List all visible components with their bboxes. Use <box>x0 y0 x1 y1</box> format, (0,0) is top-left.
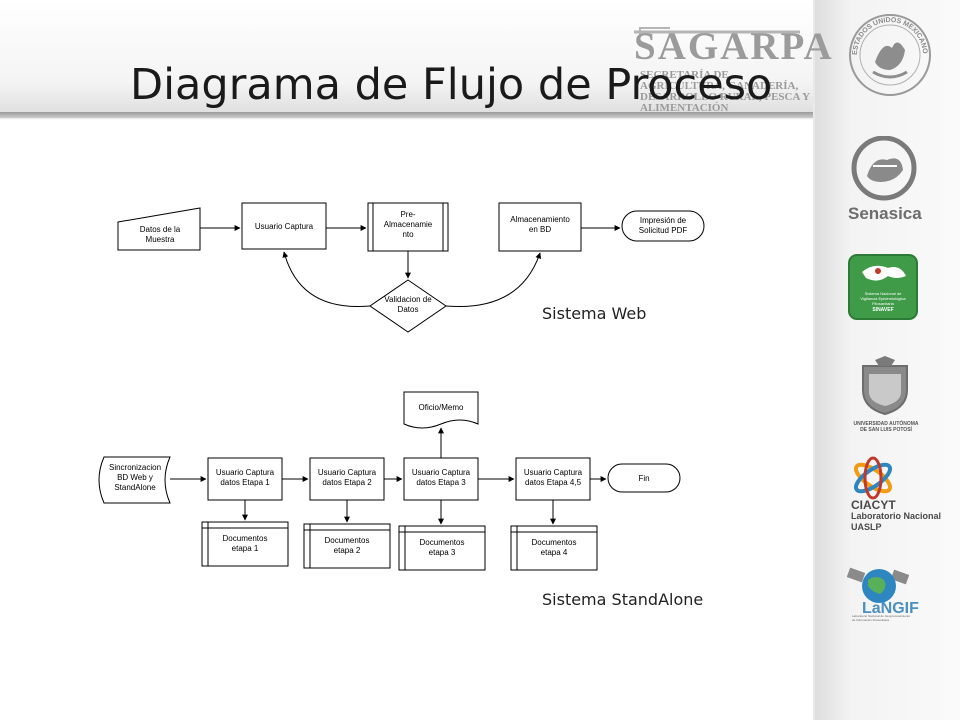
sync-line2: BD Web y <box>117 473 153 482</box>
stage1-line2: datos Etapa 1 <box>220 478 270 487</box>
stage1-line1: Usuario Captura <box>216 468 275 477</box>
standalone-caption: Sistema StandAlone <box>542 590 704 609</box>
langif-globe-icon <box>846 567 910 603</box>
web-prestore-box <box>367 202 449 252</box>
doc4-line2: etapa 4 <box>541 548 568 557</box>
sync-line3: StandAlone <box>114 483 156 492</box>
doc3-line2: etapa 3 <box>429 548 456 557</box>
stage2-line2: datos Etapa 2 <box>322 478 372 487</box>
web-print-line1: Impresión de <box>640 216 687 225</box>
doc2-line1: Documentos <box>325 536 370 545</box>
doc1-line2: etapa 1 <box>232 544 259 553</box>
memo-label: Oficio/Memo <box>419 403 464 412</box>
doc4-box: Documentos etapa 4 <box>510 525 598 571</box>
sidebar-divider <box>813 0 816 720</box>
web-capture-box <box>241 202 327 250</box>
sync-shape <box>98 456 171 504</box>
ciacyt-line3: UASLP <box>851 522 882 532</box>
web-flow: Datos de la Muestra Usuario Captura Pre-… <box>117 202 705 333</box>
langif-caption: Laboratorio Nacional de Geoprocesamiento… <box>852 614 932 622</box>
web-prestore-line1: Pre- <box>400 210 415 219</box>
uaslp-shield-icon <box>862 356 908 416</box>
web-store-line2: en BD <box>529 225 551 234</box>
uaslp-line2: DE SAN LUIS POTOSÍ <box>860 427 912 433</box>
sinavef-acronym: SINAVEF <box>872 307 894 313</box>
ciacyt-line2: Laboratorio Nacional <box>851 511 942 521</box>
sinavef-line1: Sistema Nacional de <box>864 291 902 296</box>
langif-name: LaNGIF <box>862 600 919 617</box>
web-input-line1: Datos de la <box>140 225 181 234</box>
web-prestore-line3: nto <box>402 230 414 239</box>
doc2-box: Documentos etapa 2 <box>303 523 391 569</box>
web-capture-label: Usuario Captura <box>255 222 314 231</box>
web-validate-line2: Datos <box>398 305 419 314</box>
agency-subtitle: SECRETARÍA DE AGRICULTURA, GANADERÍA, DE… <box>640 69 810 114</box>
web-print-box <box>621 210 705 242</box>
web-store-line1: Almacenamiento <box>510 215 570 224</box>
stage1-box <box>207 457 283 501</box>
web-print-line2: Solicitud PDF <box>639 226 688 235</box>
header-band <box>0 0 960 118</box>
agency-emblem <box>634 27 800 36</box>
stage45-line2: datos Etapa 4,5 <box>525 478 582 487</box>
doc1-line1: Documentos <box>223 534 268 543</box>
end-box <box>607 463 681 493</box>
sinavef-line3: Fitosanitaria <box>872 301 894 306</box>
web-store-box <box>498 202 582 252</box>
sinavef-line2: Vigilancia Epidemiológica <box>860 296 906 301</box>
web-validate-diamond <box>369 279 447 333</box>
header-divider <box>0 112 820 120</box>
senasica-name: Senasica <box>848 204 922 223</box>
web-validate-line1: Validacion de <box>384 295 432 304</box>
uaslp-caption: UNIVERSIDAD AUTÓNOMA DE SAN LUIS POTOSÍ <box>848 421 924 433</box>
web-prestore-line2: Almacenamie <box>384 220 433 229</box>
web-input-shape <box>117 207 201 251</box>
ciacyt-caption: CIACYT Laboratorio Nacional UASLP <box>851 499 941 533</box>
senasica-emblem-icon <box>851 136 917 201</box>
stage3-line1: Usuario Captura <box>412 468 471 477</box>
memo-document <box>403 391 479 429</box>
page-title: Diagrama de Flujo de Proceso <box>130 60 773 110</box>
doc4-line1: Documentos <box>532 538 577 547</box>
stage2-line1: Usuario Captura <box>318 468 377 477</box>
standalone-flow: Sincronizacion BD Web y StandAlone Usuar… <box>98 391 681 571</box>
national-seal-icon: ESTADOS UNIDOS MEXICANOS <box>845 10 931 96</box>
sinavef-logo-icon <box>848 254 918 320</box>
stage3-line2: datos Etapa 3 <box>416 478 466 487</box>
doc3-line1: Documentos <box>420 538 465 547</box>
langif-line2: de Información Fitosanitaria <box>852 618 890 622</box>
langif-line1: Laboratorio Nacional de Geoprocesamiento <box>852 614 911 618</box>
ciacyt-line1: CIACYT <box>851 498 896 512</box>
doc2-line2: etapa 2 <box>334 546 361 555</box>
uaslp-line1: UNIVERSIDAD AUTÓNOMA <box>853 421 919 427</box>
web-input-line2: Muestra <box>146 235 175 244</box>
sinavef-caption: Sistema Nacional de Vigilancia Epidemiol… <box>852 291 914 306</box>
doc1-box: Documentos etapa 1 <box>201 521 289 567</box>
flow-diagram: Datos de la Muestra Usuario Captura Pre-… <box>98 202 705 571</box>
agency-name: SAGARPA <box>634 25 834 68</box>
stage45-line1: Usuario Captura <box>524 468 583 477</box>
ciacyt-logo-icon <box>853 456 893 500</box>
sync-line1: Sincronizacion <box>109 463 161 472</box>
end-label: Fin <box>638 474 649 483</box>
doc3-box: Documentos etapa 3 <box>398 525 486 571</box>
web-caption: Sistema Web <box>542 304 647 323</box>
